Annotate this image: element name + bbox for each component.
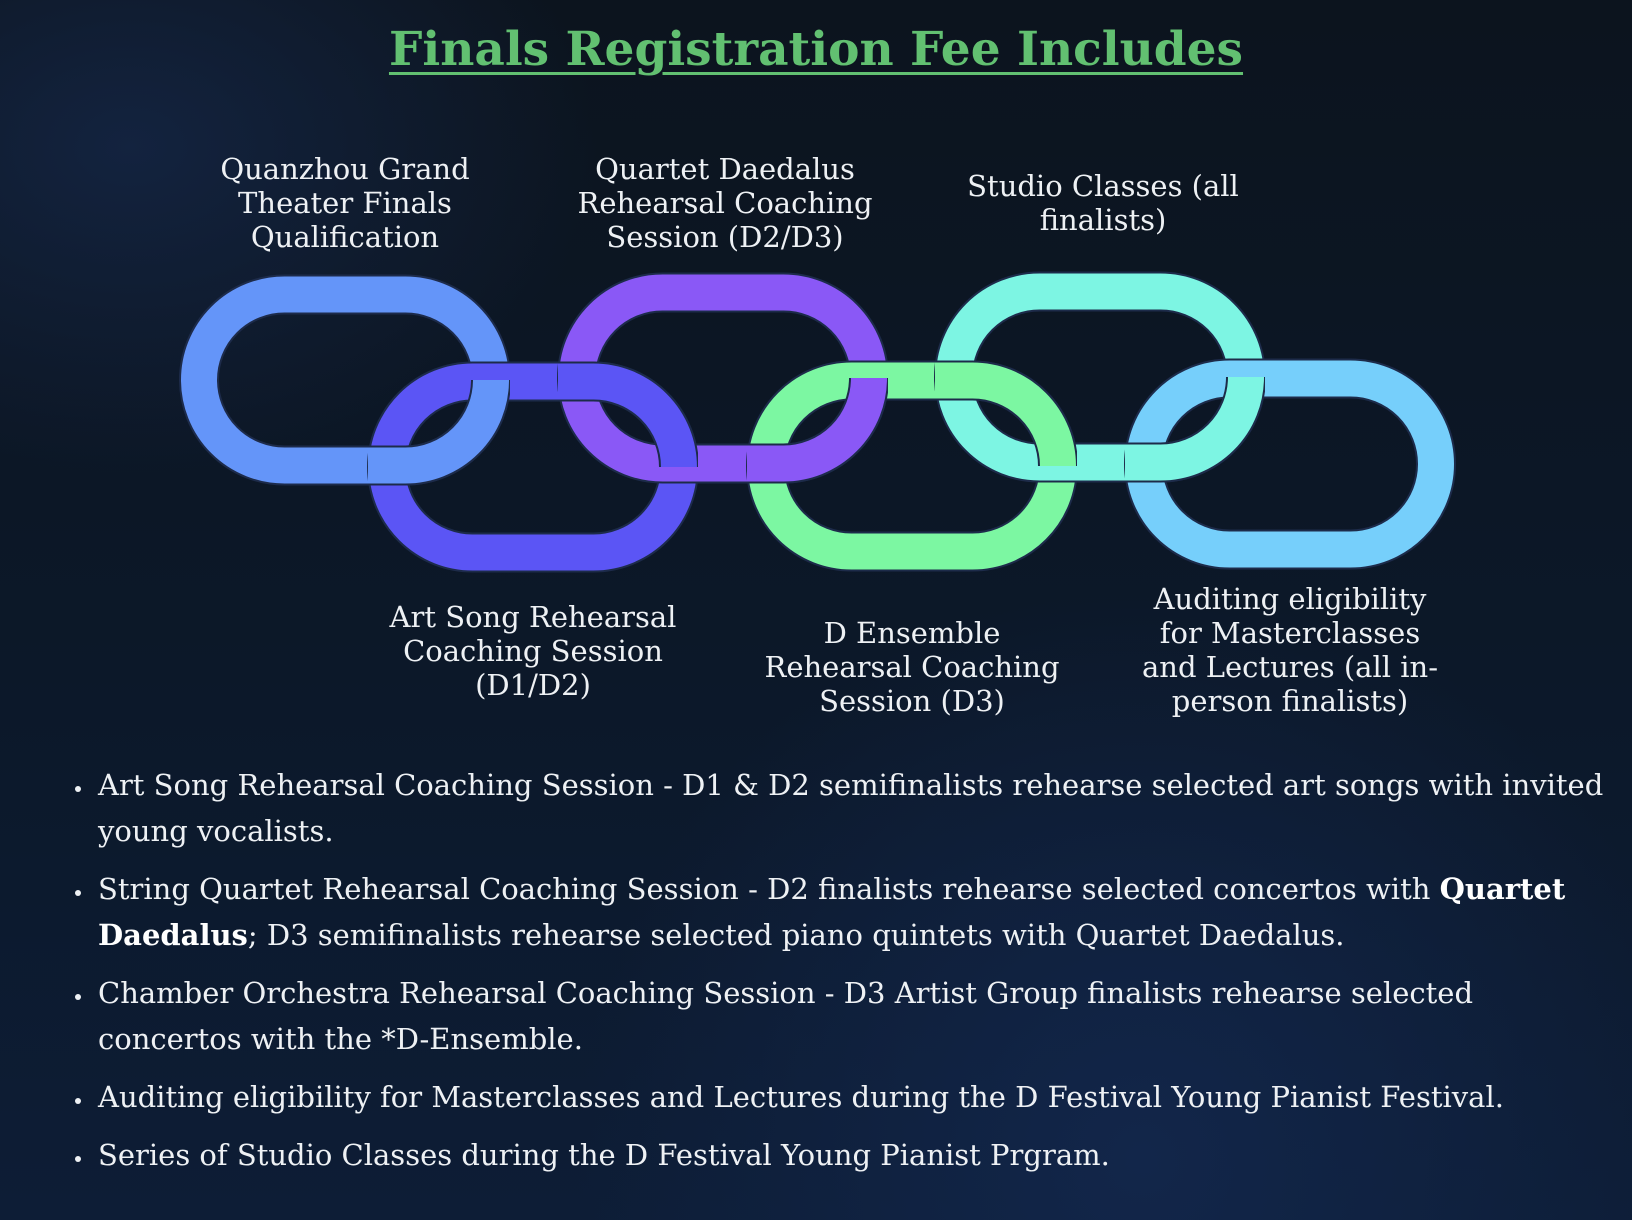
chain-link-5-overlap: [1125, 377, 1265, 483]
list-item: Chamber Orchestra Rehearsal Coaching Ses…: [94, 970, 1614, 1062]
bullet-text: Auditing eligibility for Masterclasses a…: [98, 1080, 1504, 1114]
bullet-text: Chamber Orchestra Rehearsal Coaching Ses…: [98, 976, 1474, 1056]
bullet-list: Art Song Rehearsal Coaching Session - D1…: [58, 762, 1614, 1190]
bullet-text-pre: String Quartet Rehearsal Coaching Sessio…: [98, 872, 1440, 906]
chain-label-6: Auditing eligibility for Masterclasses a…: [1142, 582, 1438, 718]
chain-link-2-overlap: [558, 361, 698, 467]
list-item: String Quartet Rehearsal Coaching Sessio…: [94, 866, 1614, 958]
bullet-text-strong: Quartet Daedalus: [98, 872, 1566, 952]
bullet-text: Art Song Rehearsal Coaching Session - D1…: [98, 768, 1604, 848]
chain-label-3: Quartet Daedalus Rehearsal Coaching Sess…: [577, 152, 873, 254]
chain-label-5: Studio Classes (all finalists): [967, 169, 1239, 237]
chain-label-2: Art Song Rehearsal Coaching Session (D1/…: [389, 600, 677, 702]
list-item: Art Song Rehearsal Coaching Session - D1…: [94, 762, 1614, 854]
chain-link-6: [1124, 358, 1456, 570]
page-title: Finals Registration Fee Includes: [388, 22, 1244, 77]
bullet-text-post: ; D3 semifinalists rehearse selected pia…: [247, 918, 1345, 952]
chain-label-4: D Ensemble Rehearsal Coaching Session (D…: [764, 616, 1060, 718]
list-item: Series of Studio Classes during the D Fe…: [94, 1132, 1614, 1178]
bullet-text: Series of Studio Classes during the D Fe…: [98, 1138, 1110, 1172]
chain-link-4-overlap: [935, 360, 1077, 466]
list-item: Auditing eligibility for Masterclasses a…: [94, 1074, 1614, 1120]
chain-link-1-overlap: [368, 380, 510, 486]
chain-diagram: [179, 271, 1456, 573]
chain-label-1: Quanzhou Grand Theater Finals Qualificat…: [220, 152, 470, 254]
chain-link-3-overlap: [747, 378, 888, 484]
